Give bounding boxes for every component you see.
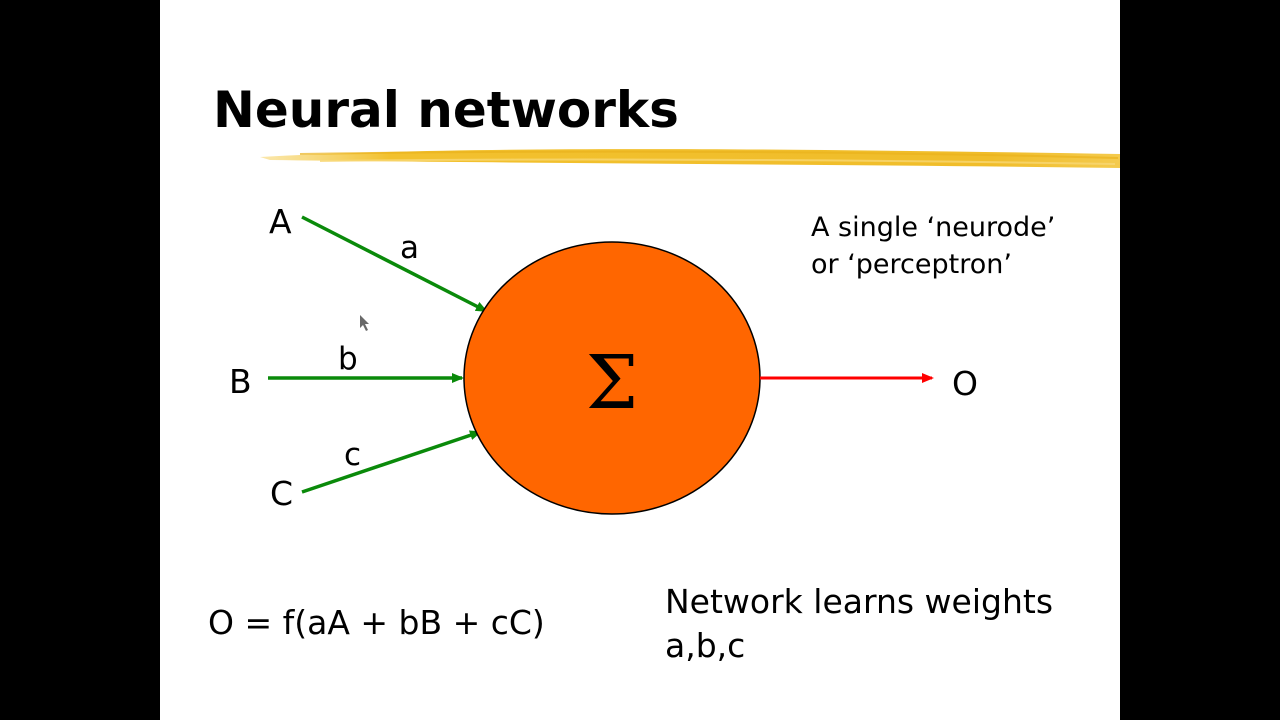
mouse-cursor-icon [360, 315, 369, 331]
weight-label-c: c [344, 437, 361, 473]
neurode-note-line2: or ‘perceptron’ [811, 249, 1012, 280]
title-underline [260, 149, 1120, 168]
input-arrow-c [301, 430, 482, 494]
input-arrow-a [301, 215, 488, 313]
input-label-b: B [229, 362, 252, 401]
summation-symbol: Σ [586, 340, 638, 426]
output-formula: O = f(aA + bB + cC) [208, 603, 545, 642]
presentation-slide: Neural networks Σ A B C a b c [160, 0, 1120, 720]
input-label-a: A [269, 202, 292, 241]
output-label: O [952, 364, 978, 403]
weight-label-b: b [338, 341, 358, 377]
weight-label-a: a [400, 230, 419, 266]
neural-network-diagram: Neural networks Σ A B C a b c [208, 81, 1120, 665]
learning-note-line2: a,b,c [665, 626, 745, 665]
input-label-c: C [270, 474, 293, 513]
learning-note-line1: Network learns weights [665, 582, 1053, 621]
slide-title: Neural networks [213, 81, 679, 139]
neurode-note-line1: A single ‘neurode’ [811, 212, 1055, 243]
